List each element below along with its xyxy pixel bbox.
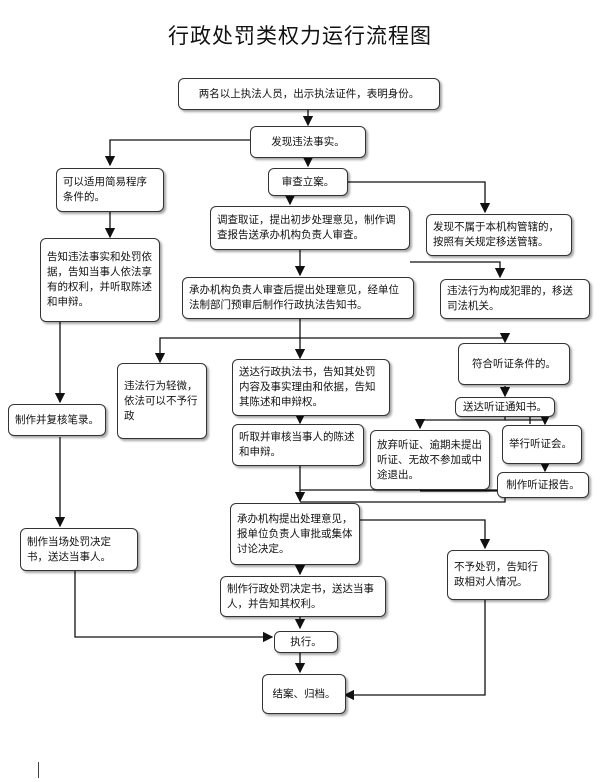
node-serve-notice-text: 送达行政执法书，告知其处罚内容及事实理由和依据，告知其陈述和申辩权。 bbox=[239, 366, 376, 408]
node-hearing-cond: 符合听证条件的。 bbox=[458, 343, 570, 385]
node-hearing-report-text: 制作听证报告。 bbox=[506, 478, 580, 491]
node-minor-text: 违法行为轻微，依法可以不予行政 bbox=[124, 379, 198, 422]
node-hearing-cond-text: 符合听证条件的。 bbox=[472, 357, 556, 370]
node-criminal: 违法行为构成犯罪的，移送司法机关。 bbox=[440, 279, 590, 319]
node-waive: 放弃听证、逾期未提出听证、无故不参加或中途退出。 bbox=[370, 430, 490, 490]
node-waive-text: 放弃听证、逾期未提出听证、无故不参加或中途退出。 bbox=[377, 438, 482, 481]
node-review-opinion-text: 承办机构负责人审查后提出处理意见，经单位法制部门预审后制作行政执法告知书。 bbox=[189, 284, 399, 311]
node-execute: 执行。 bbox=[274, 631, 338, 653]
node-investigate: 调查取证，提出初步处理意见，制作调查报告送承办机构负责人审查。 bbox=[210, 206, 410, 250]
node-identity-text: 两名以上执法人员，出示执法证件，表明身份。 bbox=[198, 87, 420, 100]
node-filing-text: 审查立案。 bbox=[281, 175, 335, 188]
node-transfer: 发现不属于本机构管辖的，按照有关规定移送管辖。 bbox=[426, 214, 572, 256]
node-record-text: 制作并复核笔录。 bbox=[15, 413, 99, 426]
node-inform-simple-text: 告知违法事实和处罚依据，告知当事人依法享有的权利，并听取陈述和申辩。 bbox=[47, 251, 152, 308]
node-hearing-notice-text: 送达听证通知书。 bbox=[463, 400, 547, 413]
node-discover-text: 发现违法事实。 bbox=[271, 135, 345, 148]
node-no-penalty-text: 不予处罚，告知行政相对人情况。 bbox=[454, 561, 538, 588]
node-identity: 两名以上执法人员，出示执法证件，表明身份。 bbox=[178, 78, 440, 110]
node-execute-text: 执行。 bbox=[290, 635, 322, 648]
node-hold-hearing-text: 举行听证会。 bbox=[509, 438, 572, 450]
node-minor: 违法行为轻微，依法可以不予行政 bbox=[117, 363, 207, 439]
node-serve-notice: 送达行政执法书，告知其处罚内容及事实理由和依据，告知其陈述和申辩权。 bbox=[232, 359, 390, 416]
node-inform-simple: 告知违法事实和处罚依据，告知当事人依法享有的权利，并听取陈述和申辩。 bbox=[40, 238, 160, 322]
node-close-text: 结案、归档。 bbox=[272, 687, 336, 700]
node-onsite-decision-text: 制作当场处罚决定书，送达当事人。 bbox=[27, 535, 111, 563]
node-record: 制作并复核笔录。 bbox=[8, 404, 106, 436]
node-simple: 可以适用简易程序条件的。 bbox=[56, 168, 164, 212]
node-propose-text: 承办机构提出处理意见，报单位负责人审批或集体讨论决定。 bbox=[237, 512, 353, 555]
node-criminal-text: 违法行为构成犯罪的，移送司法机关。 bbox=[447, 285, 573, 312]
node-investigate-text: 调查取证，提出初步处理意见，制作调查报告送承办机构负责人审查。 bbox=[217, 214, 396, 241]
node-listen: 听取并审核当事人的陈述和申辩。 bbox=[232, 424, 364, 466]
node-simple-text: 可以适用简易程序条件的。 bbox=[63, 176, 147, 203]
node-decision: 制作行政处罚决定书，送达当事人，并告知其权利。 bbox=[220, 576, 386, 617]
page-margin-mark bbox=[38, 762, 39, 778]
node-no-penalty: 不予处罚，告知行政相对人情况。 bbox=[447, 550, 549, 600]
node-propose: 承办机构提出处理意见，报单位负责人审批或集体讨论决定。 bbox=[230, 503, 360, 565]
node-discover: 发现违法事实。 bbox=[250, 126, 366, 158]
node-hearing-notice: 送达听证通知书。 bbox=[455, 397, 555, 417]
node-onsite-decision: 制作当场处罚决定书，送达当事人。 bbox=[20, 528, 138, 571]
node-decision-text: 制作行政处罚决定书，送达当事人，并告知其权利。 bbox=[227, 582, 374, 610]
node-review-opinion: 承办机构负责人审查后提出处理意见，经单位法制部门预审后制作行政执法告知书。 bbox=[182, 277, 414, 319]
node-close: 结案、归档。 bbox=[262, 674, 346, 714]
page-title: 行政处罚类权力运行流程图 bbox=[168, 24, 432, 48]
node-transfer-text: 发现不属于本机构管辖的，按照有关规定移送管辖。 bbox=[433, 221, 559, 248]
node-filing: 审查立案。 bbox=[268, 168, 348, 196]
node-listen-text: 听取并审核当事人的陈述和申辩。 bbox=[239, 431, 355, 458]
node-hearing-report: 制作听证报告。 bbox=[497, 472, 589, 498]
node-hold-hearing: 举行听证会。 bbox=[502, 425, 582, 464]
